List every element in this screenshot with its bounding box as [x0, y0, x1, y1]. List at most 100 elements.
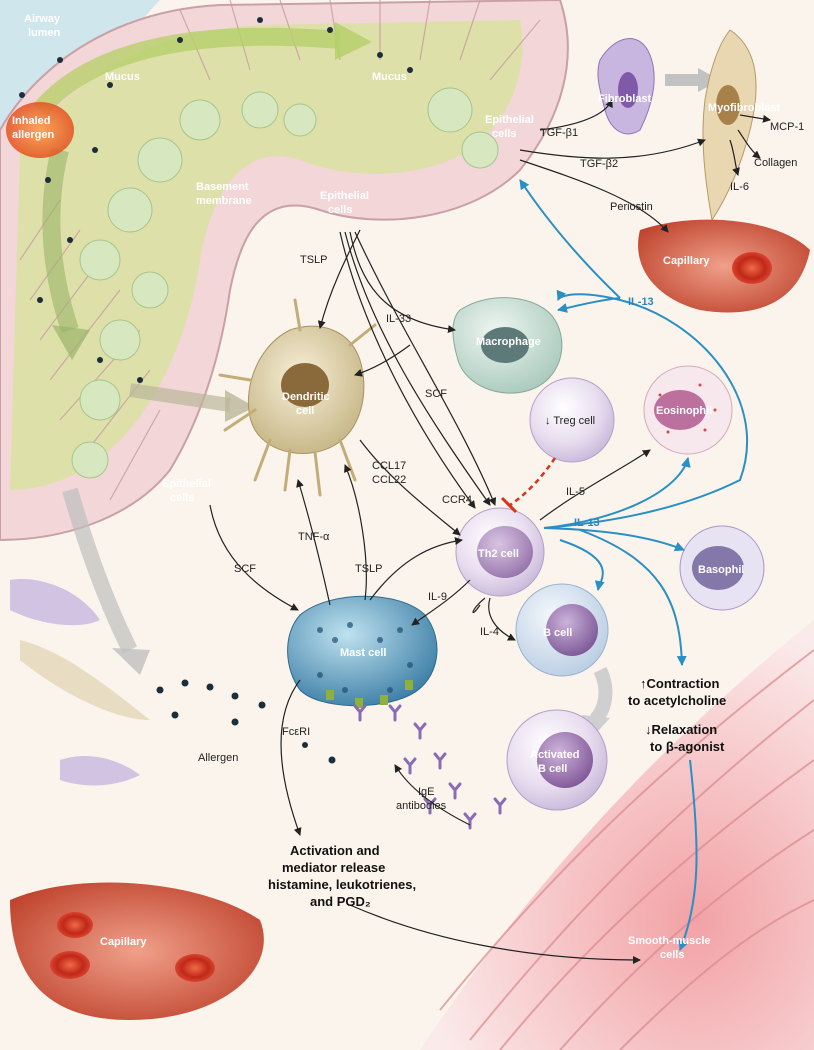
- label-il6: IL-6: [730, 181, 749, 193]
- label-myofibroblast: Myofibroblast: [708, 102, 780, 114]
- allergen-particles: [19, 17, 413, 764]
- label-tnf: TNF-α: [298, 531, 330, 543]
- label-il33: IL-33: [386, 313, 411, 325]
- label-il13-top: IL-13: [628, 296, 654, 308]
- mucus-layer: [10, 20, 523, 490]
- allergen-to-dendritic-arrowhead: [225, 390, 255, 422]
- eosinophil-cell: [643, 365, 733, 455]
- label-th2: Th2 cell: [478, 548, 519, 560]
- red-blood-cell-top: [732, 252, 772, 284]
- label-basement: Basement: [196, 181, 249, 193]
- allergen-exit-arrow: [62, 487, 138, 654]
- label-scf-left: SCF: [234, 563, 256, 575]
- label-lumen: lumen: [28, 27, 61, 39]
- th2-cell: [455, 507, 545, 597]
- tissue-cell-2: [20, 640, 150, 720]
- il13-blue-arrows: [519, 179, 749, 951]
- label-scf-mid: SCF: [425, 388, 447, 400]
- label-activation-4: and PGD₂: [310, 894, 371, 909]
- label-mucus-top: Mucus: [372, 71, 407, 83]
- allergen-path-arrow: [42, 147, 79, 333]
- label-ccr4: CCR4: [442, 494, 472, 506]
- label-contraction-1: ↑Contraction: [640, 676, 720, 691]
- b-cell: [515, 583, 609, 677]
- label-il4: IL-4: [480, 626, 499, 638]
- label-eosinophil: Eosinophil: [656, 405, 712, 417]
- activated-b-cell: [506, 709, 608, 811]
- fceri-receptors: [326, 680, 413, 708]
- mucus-flow-arrow-top: [33, 27, 341, 116]
- label-epithelial-left-1: Epithelial: [162, 478, 211, 490]
- fibroblast-nucleus: [618, 72, 638, 108]
- basal-cells: [71, 87, 499, 479]
- label-inhaled: Inhaled: [12, 115, 51, 127]
- allergen-path-arrowhead: [52, 325, 90, 360]
- ige-antibodies: [353, 704, 507, 830]
- capillary-top: [638, 219, 810, 313]
- label-basophil: Basophil: [698, 564, 744, 576]
- label-epithelial-mid-1: Epithelial: [320, 190, 369, 202]
- label-capillary-top: Capillary: [663, 255, 710, 267]
- treg-inhibition-bar: [500, 496, 518, 514]
- label-airway: Airway: [24, 13, 61, 25]
- label-macrophage: Macrophage: [476, 336, 541, 348]
- mast-cell: [287, 595, 438, 707]
- label-activated-b: B cell: [538, 763, 567, 775]
- smooth-muscle-fibers: [439, 649, 814, 1050]
- label-tgf-b2: TGF-β2: [580, 158, 618, 170]
- allergen-exit-arrowhead: [112, 648, 150, 675]
- label-epithelial-top-1: Epithelial: [485, 114, 534, 126]
- label-collagen: Collagen: [754, 157, 797, 169]
- label-tslp-top: TSLP: [300, 254, 328, 266]
- label-activation-3: histamine, leukotrienes,: [268, 877, 416, 892]
- myofibroblast-nucleus: [716, 85, 740, 125]
- mucus-arrowhead-top: [335, 22, 372, 60]
- label-periostin: Periostin: [610, 201, 653, 213]
- label-relaxation-2: to β-agonist: [650, 739, 725, 754]
- label-allergen-top: allergen: [12, 129, 54, 141]
- label-antibodies: antibodies: [396, 800, 447, 812]
- label-epithelial-top-2: cells: [492, 128, 516, 140]
- label-smooth-2: cells: [660, 949, 684, 961]
- treg-cell: [529, 377, 615, 463]
- label-mast-cell: Mast cell: [340, 647, 386, 659]
- label-ige: IgE: [418, 786, 435, 798]
- label-il13-mid: IL-13: [574, 517, 600, 529]
- label-fceri: FcεRI: [282, 726, 310, 738]
- label-epithelial-left-2: cells: [170, 492, 194, 504]
- label-mucus-left: Mucus: [105, 71, 140, 83]
- red-blood-cell-3: [175, 954, 215, 982]
- label-mcp1: MCP-1: [770, 121, 804, 133]
- label-activated: Activated: [530, 749, 580, 761]
- label-tgf-b1: TGF-β1: [540, 127, 578, 139]
- inhaled-allergen-blob: [6, 102, 74, 158]
- label-smooth-1: Smooth-muscle: [628, 935, 711, 947]
- label-membrane: membrane: [196, 195, 252, 207]
- label-b-cell: B cell: [543, 627, 572, 639]
- tissue-cell-1: [10, 579, 100, 626]
- label-activation-2: mediator release: [282, 860, 385, 875]
- label-activation-1: Activation and: [290, 843, 380, 858]
- label-tslp-low: TSLP: [355, 563, 383, 575]
- label-capillary-bottom: Capillary: [100, 936, 147, 948]
- label-epithelial-mid-2: cells: [328, 204, 352, 216]
- label-ccl22: CCL22: [372, 474, 406, 486]
- basophil-cell: [679, 525, 765, 611]
- allergen-to-dendritic-arrow: [128, 383, 232, 412]
- label-cell: cell: [296, 405, 314, 417]
- label-ccl17: CCL17: [372, 460, 406, 472]
- label-contraction-2: to acetylcholine: [628, 693, 726, 708]
- dendritic-cell: [218, 298, 377, 497]
- label-treg: ↓ Treg cell: [545, 415, 595, 427]
- label-fibroblast: Fibroblast: [598, 93, 652, 105]
- label-il9: IL-9: [428, 591, 447, 603]
- label-allergen: Allergen: [198, 752, 238, 764]
- tissue-cell-3: [60, 755, 140, 786]
- red-blood-cell-1: [57, 912, 93, 938]
- black-signal-arrows: [209, 99, 771, 964]
- macrophage-cell: [452, 297, 563, 394]
- label-il5: IL-5: [566, 486, 585, 498]
- label-dendritic: Dendritic: [282, 391, 330, 403]
